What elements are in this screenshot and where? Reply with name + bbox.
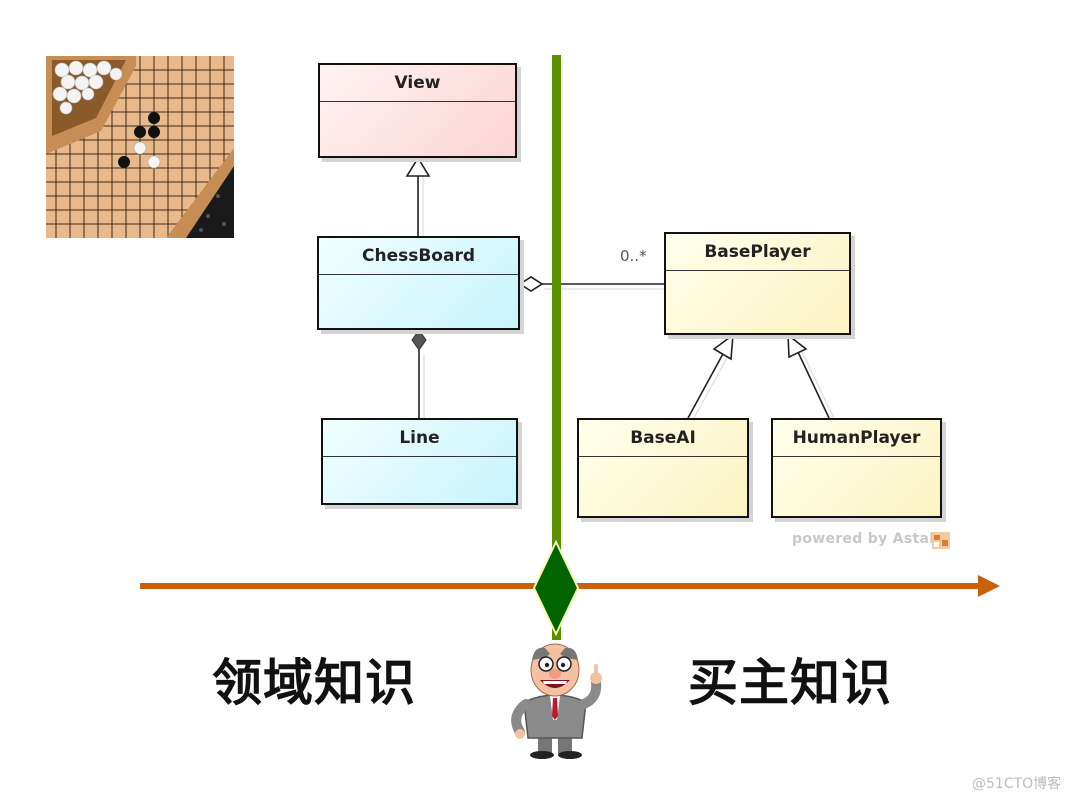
class-name-view: View <box>320 65 515 102</box>
arrow-right-icon <box>978 575 1000 597</box>
source-credit: @51CTO博客 <box>972 776 1062 792</box>
go-board-photo <box>46 56 234 238</box>
uml-class-humanplayer: HumanPlayer <box>771 418 942 518</box>
uml-class-view: View <box>318 63 517 158</box>
class-name-baseai: BaseAI <box>579 420 747 457</box>
domain-knowledge-label: 领域知识 <box>212 653 416 712</box>
class-name-chessboard: ChessBoard <box>319 238 518 275</box>
uml-class-chessboard: ChessBoard <box>317 236 520 330</box>
uml-class-baseai: BaseAI <box>577 418 749 518</box>
uml-class-baseplayer: BasePlayer <box>664 232 851 335</box>
astah-logo <box>932 532 950 549</box>
buyer-knowledge-label: 买主知识 <box>688 653 892 712</box>
class-name-line: Line <box>323 420 516 457</box>
multiplicity-label: 0..* <box>620 247 647 265</box>
class-name-humanplayer: HumanPlayer <box>773 420 940 457</box>
diamond-marker-icon <box>532 540 580 636</box>
astah-watermark: powered by Astah <box>792 531 940 547</box>
uml-class-line: Line <box>321 418 518 505</box>
cartoon-businessman <box>511 643 602 759</box>
vertical-divider <box>552 55 561 640</box>
class-name-baseplayer: BasePlayer <box>666 234 849 271</box>
